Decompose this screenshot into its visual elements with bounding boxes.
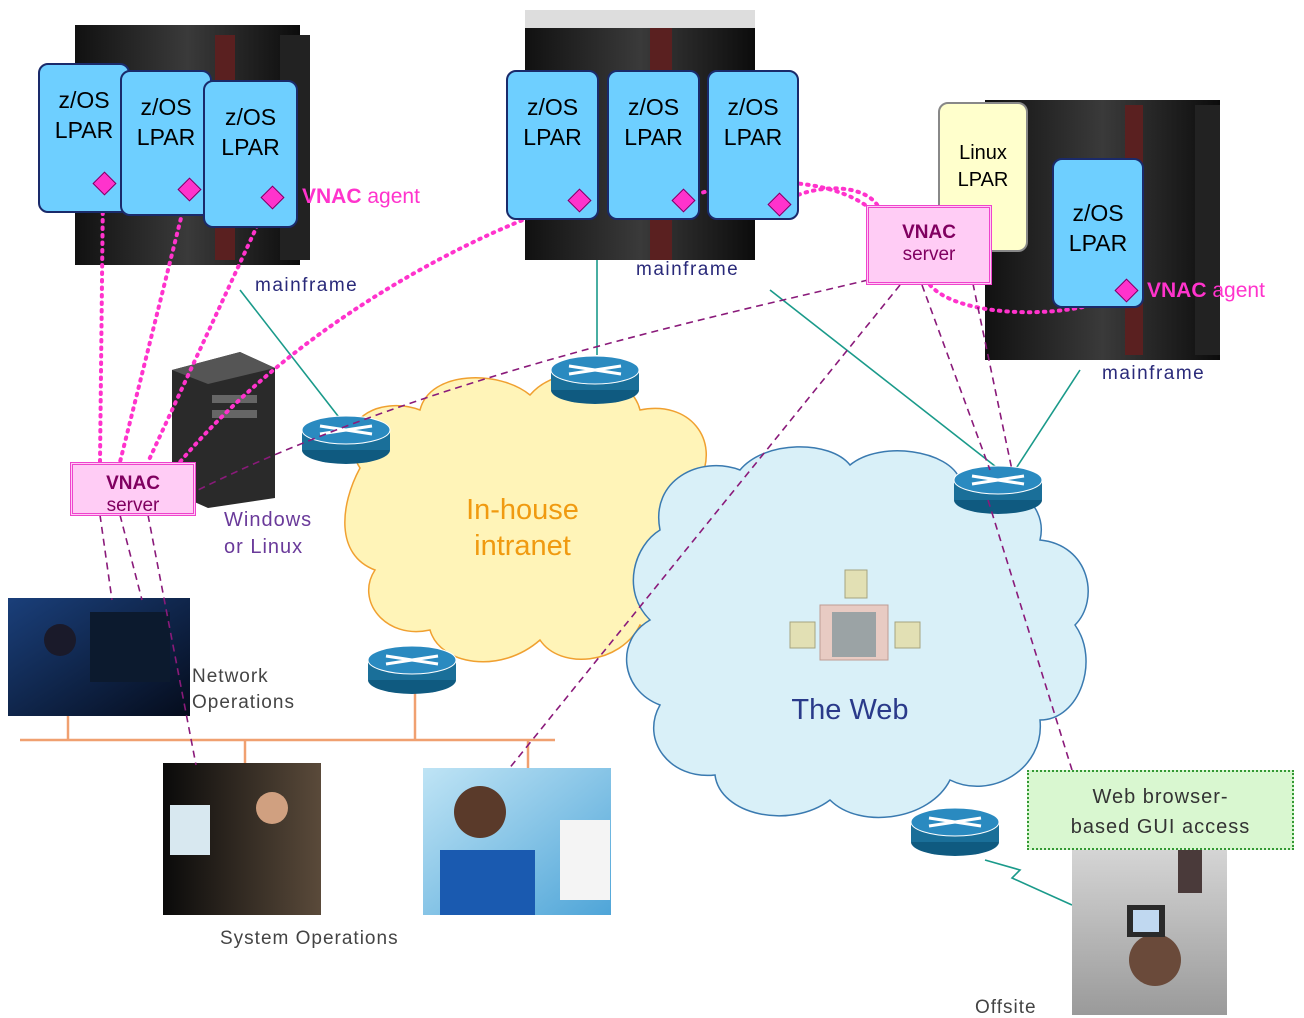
intranet-label: In-house intranet — [440, 492, 605, 564]
management-links — [99, 259, 1073, 771]
gui-access-box: Web browser- based GUI access — [1027, 770, 1294, 850]
lpar-type: LPAR — [624, 124, 683, 150]
router-icon — [301, 415, 391, 464]
system-operations-photo — [163, 763, 321, 915]
vnac-server-label: server — [902, 244, 956, 265]
vnac-server-brand: VNAC — [106, 473, 160, 494]
windows-linux-label: Windows or Linux — [224, 507, 312, 561]
lpar-zos: z/OS LPAR — [607, 70, 700, 220]
vnac-agent-label: VNAC agent — [1147, 279, 1265, 303]
mainframe-label: mainframe — [255, 275, 359, 296]
router-icon — [550, 355, 640, 404]
web-label: The Web — [791, 694, 909, 726]
operations-line: Operations — [192, 692, 295, 713]
system-operations-label: System Operations — [220, 928, 399, 949]
vnac-agent-word: agent — [367, 185, 420, 208]
router-icon — [910, 807, 1000, 856]
lpar-os: z/OS — [58, 87, 110, 113]
lpar-os: z/OS — [1072, 200, 1124, 226]
lpar-zos: z/OS LPAR — [120, 70, 212, 216]
lpar-type: LPAR — [136, 124, 196, 150]
vnac-agent-word: agent — [1212, 279, 1265, 302]
vnac-server: VNAC server — [70, 462, 196, 516]
network-links — [239, 255, 1081, 906]
lpar-os: z/OS — [140, 94, 192, 120]
network-operations-label: Network Operations — [192, 664, 295, 716]
lpar-os: Linux — [959, 142, 1007, 164]
mainframe-label: mainframe — [1102, 363, 1206, 384]
lpar-os: z/OS — [224, 104, 277, 130]
lan-bus — [20, 692, 555, 768]
mainframe-label: mainframe — [636, 259, 740, 280]
lpar-type: LPAR — [221, 134, 280, 160]
lpar-zos: z/OS LPAR — [203, 80, 298, 228]
lpar-type: LPAR — [1068, 230, 1128, 256]
lpar-linux: Linux LPAR — [938, 102, 1028, 252]
gui-line-1: Web browser- — [1092, 786, 1229, 808]
or-linux-line: or Linux — [224, 536, 304, 558]
lpar-os: z/OS — [627, 94, 680, 120]
vnac-server-brand: VNAC — [902, 222, 956, 243]
offsite-label: Offsite — [975, 997, 1037, 1018]
lpar-os: z/OS — [526, 94, 579, 120]
vnac-server-label: server — [106, 495, 160, 516]
lpar-zos: z/OS LPAR — [38, 63, 130, 213]
windows-line: Windows — [224, 509, 313, 531]
lpar-type: LPAR — [723, 124, 783, 150]
helpdesk-photo — [423, 768, 611, 915]
lpar-os: z/OS — [727, 94, 779, 120]
gui-line-2: based GUI access — [1070, 816, 1251, 838]
vnac-brand: VNAC — [1147, 279, 1207, 302]
web-server-icon — [789, 569, 921, 661]
vnac-server: VNAC server — [866, 205, 992, 285]
vnac-brand: VNAC — [302, 185, 362, 208]
intranet-line-2: intranet — [474, 530, 571, 562]
lpar-type: LPAR — [54, 117, 114, 143]
vnac-agent-label: VNAC agent — [302, 185, 420, 209]
lpar-zos: z/OS LPAR — [707, 70, 799, 220]
router-icon — [367, 645, 457, 694]
router-icon — [953, 465, 1043, 514]
network-line: Network — [192, 666, 269, 687]
offsite-photo — [1072, 840, 1227, 1015]
intranet-line-1: In-house — [466, 494, 579, 526]
lpar-type: LPAR — [523, 124, 582, 150]
lpar-type: LPAR — [957, 169, 1009, 191]
network-operations-photo — [8, 598, 190, 716]
